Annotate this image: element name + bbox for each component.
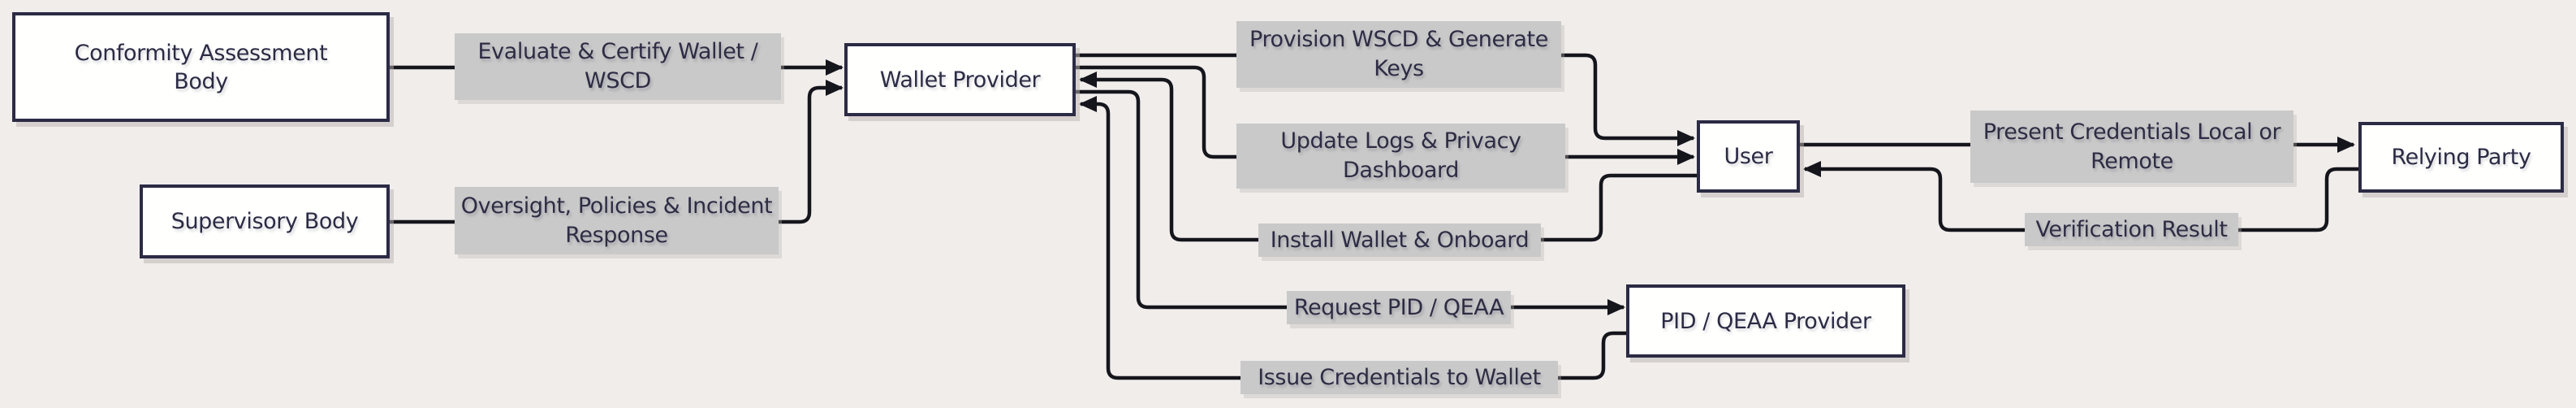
edge-provision-wscd xyxy=(1076,53,1695,146)
edge-label-text: Present Credentials Local or Remote xyxy=(1983,119,2281,174)
edge-label-text: Request PID / QEAA xyxy=(1293,294,1504,320)
node-label: Supervisory Body xyxy=(170,209,359,234)
edge-request-pid xyxy=(1076,89,1625,315)
edge-label-text: Update Logs & Privacy Dashboard xyxy=(1280,128,1521,183)
node-wallet-provider: Wallet Provider xyxy=(844,43,1076,116)
node-user: User xyxy=(1697,120,1800,193)
edge-label-text: Verification Result xyxy=(2035,216,2228,242)
edge-label-request-pid: Request PID / QEAA xyxy=(1287,291,1511,324)
node-label: PID / QEAA Provider xyxy=(1660,308,1871,334)
edge-label-text: Evaluate & Certify Wallet / WSCD xyxy=(477,39,758,93)
edge-label-evaluate-certify: Evaluate & Certify Wallet / WSCD xyxy=(455,33,781,100)
node-supervisory-body: Supervisory Body xyxy=(140,184,390,258)
node-conformity-assessment-body: Conformity Assessment Body xyxy=(12,12,390,122)
edge-update-logs xyxy=(1076,65,1695,165)
edge-label-issue-credentials: Issue Credentials to Wallet xyxy=(1241,361,1558,394)
edge-label-text: Oversight, Policies & Incident Response xyxy=(460,193,773,248)
edge-label-text: Issue Credentials to Wallet xyxy=(1258,364,1541,390)
node-label: User xyxy=(1724,144,1773,169)
edge-label-text: Install Wallet & Onboard xyxy=(1270,227,1530,253)
edge-label-provision-wscd: Provision WSCD & Generate Keys xyxy=(1236,21,1561,88)
edge-label-update-logs: Update Logs & Privacy Dashboard xyxy=(1236,124,1565,189)
edge-oversight-policies xyxy=(390,80,844,224)
node-pid-qeaa-provider: PID / QEAA Provider xyxy=(1626,284,1905,358)
edge-label-present-credentials: Present Credentials Local or Remote xyxy=(1970,111,2293,183)
node-relying-party: Relying Party xyxy=(2358,122,2564,193)
node-label: Conformity Assessment Body xyxy=(74,40,328,94)
node-label: Relying Party xyxy=(2391,145,2531,170)
edge-label-text: Provision WSCD & Generate Keys xyxy=(1249,27,1548,81)
edge-label-install-wallet: Install Wallet & Onboard xyxy=(1258,224,1541,257)
edge-label-verification-result: Verification Result xyxy=(2025,213,2238,246)
edge-label-oversight-policies: Oversight, Policies & Incident Response xyxy=(455,187,779,254)
node-label: Wallet Provider xyxy=(879,67,1041,93)
